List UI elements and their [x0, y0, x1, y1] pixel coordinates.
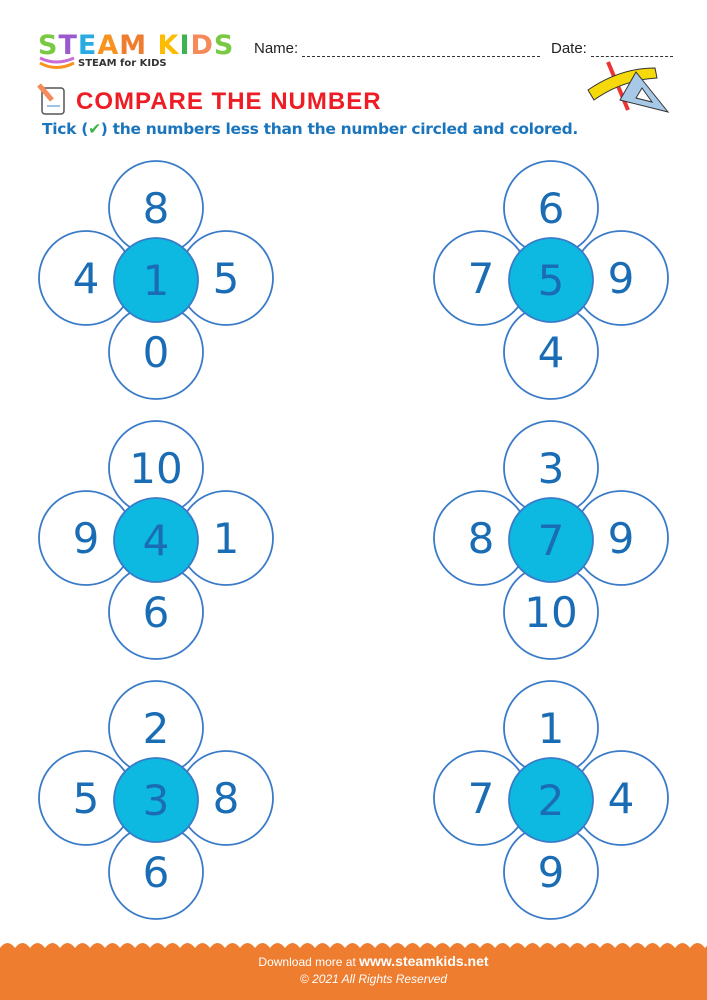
footer-copyright: © 2021 All Rights Reserved — [299, 972, 448, 986]
name-field[interactable]: Name: — [254, 40, 541, 57]
petal-number-bottom: 0 — [143, 328, 170, 377]
footer-scallop — [0, 943, 707, 1000]
petal-number-right: 4 — [608, 774, 635, 823]
check-icon: ✔ — [88, 120, 101, 138]
petal-number-bottom: 4 — [538, 328, 565, 377]
center-number: 7 — [538, 516, 565, 565]
ruler-pencil-icon — [587, 61, 670, 113]
center-circle — [508, 497, 594, 583]
name-label: Name: — [254, 40, 299, 57]
worksheet-title: COMPARE THE NUMBER — [76, 88, 382, 115]
petal-number-top: 3 — [538, 444, 565, 493]
center-number: 5 — [538, 256, 565, 305]
date-field[interactable]: Date: — [551, 40, 673, 57]
petal-number-bottom: 6 — [143, 588, 170, 637]
date-label: Date: — [551, 40, 587, 57]
logo-swoosh-icon — [39, 56, 75, 69]
petal-number-left: 9 — [73, 514, 100, 563]
center-number: 1 — [143, 256, 170, 305]
instruction: Tick (✔) the numbers less than the numbe… — [42, 120, 578, 138]
petal-number-right: 9 — [608, 514, 635, 563]
petal-number-left: 7 — [468, 254, 495, 303]
petal-number-top: 1 — [538, 704, 565, 753]
petal-number-left: 4 — [73, 254, 100, 303]
petal-number-left: 8 — [468, 514, 495, 563]
petal-number-bottom: 10 — [524, 588, 577, 637]
center-circle — [113, 497, 199, 583]
petal-number-top: 8 — [143, 184, 170, 233]
center-circle — [508, 757, 594, 843]
worksheet-pencil-icon — [37, 83, 65, 115]
logo-subtitle: STEAM for KIDS — [78, 58, 167, 69]
center-circle — [508, 237, 594, 323]
center-number: 4 — [143, 516, 170, 565]
center-circle — [113, 757, 199, 843]
footer-download: Download more at www.steamkids.net — [258, 953, 489, 969]
footer-banner — [0, 943, 707, 1000]
petal-number-top: 6 — [538, 184, 565, 233]
petal-number-right: 8 — [213, 774, 240, 823]
center-number: 3 — [143, 776, 170, 825]
petal-number-right: 9 — [608, 254, 635, 303]
petal-number-right: 1 — [213, 514, 240, 563]
petal-number-left: 7 — [468, 774, 495, 823]
center-number: 2 — [538, 776, 565, 825]
petal-number-bottom: 9 — [538, 848, 565, 897]
petal-number-top: 10 — [129, 444, 182, 493]
petal-number-bottom: 6 — [143, 848, 170, 897]
petal-number-left: 5 — [73, 774, 100, 823]
logo: STEAM KIDS — [38, 30, 235, 61]
center-circle — [113, 237, 199, 323]
petal-number-top: 2 — [143, 704, 170, 753]
petal-number-right: 5 — [213, 254, 240, 303]
footer-link[interactable]: www.steamkids.net — [359, 953, 489, 969]
